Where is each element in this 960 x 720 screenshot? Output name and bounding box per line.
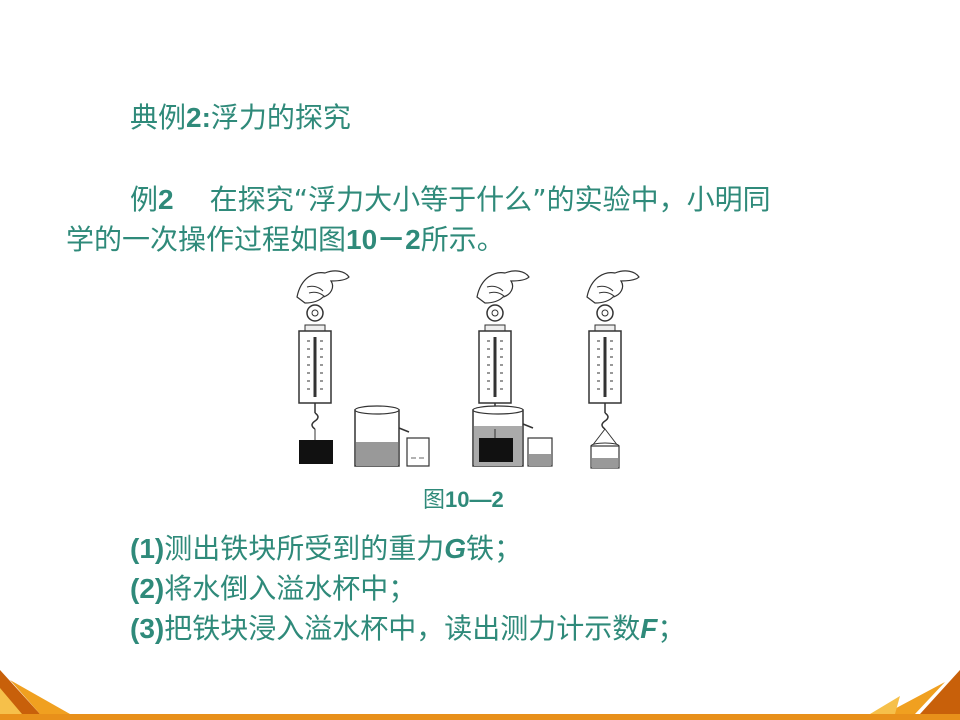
small-beaker-1 <box>406 437 430 467</box>
figure-caption: 图10—2 <box>423 484 504 517</box>
spring-scale-2 <box>475 269 531 431</box>
step-text: 将水倒入溢水杯中； <box>164 572 417 605</box>
overflow-cup-1 <box>354 405 410 467</box>
slide-title: 典例2:浮力的探究 <box>130 98 351 138</box>
step-number: (2) <box>130 573 165 604</box>
step-variable: G <box>444 533 467 564</box>
experiment-figure <box>295 269 640 469</box>
problem-text-2: 学的一次操作过程如图 <box>66 223 347 256</box>
step-number: (1) <box>130 533 165 564</box>
spring-scale-3 <box>585 269 640 431</box>
problem-text-1: 在探究“浮力大小等于什么”的实验中，小明同 <box>209 183 771 216</box>
step-text-end: 铁； <box>466 532 523 565</box>
step-text-end: ； <box>657 612 686 645</box>
iron-block-2 <box>479 438 513 462</box>
step-2: (2)将水倒入溢水杯中； <box>130 569 416 609</box>
bottom-decoration <box>0 670 960 720</box>
caption-number: 10—2 <box>445 487 504 512</box>
example-label: 例 <box>130 183 159 216</box>
problem-line-1: 例2 在探究“浮力大小等于什么”的实验中，小明同 <box>130 180 771 220</box>
step-3: (3)把铁块浸入溢水杯中，读出测力计示数F； <box>130 609 685 649</box>
step-text: 把铁块浸入溢水杯中，读出测力计示数 <box>164 612 641 645</box>
example-number: 2 <box>158 184 174 215</box>
figure-reference: 10－2 <box>346 224 421 255</box>
spring-scale-1 <box>295 269 351 431</box>
step-1: (1)测出铁块所受到的重力G铁； <box>130 529 522 569</box>
step-text: 测出铁块所受到的重力 <box>164 532 445 565</box>
title-number: 2: <box>186 102 211 133</box>
step-number: (3) <box>130 613 165 644</box>
step-variable: F <box>640 613 658 644</box>
small-beaker-2 <box>527 437 553 467</box>
problem-line-2: 学的一次操作过程如图10－2所示。 <box>66 220 505 260</box>
caption-prefix: 图 <box>423 488 446 513</box>
problem-text-3: 所示。 <box>420 223 505 256</box>
hanging-beaker <box>590 428 620 469</box>
title-text: 浮力的探究 <box>210 101 351 134</box>
title-prefix: 典例 <box>130 101 187 134</box>
iron-block-1 <box>299 440 333 464</box>
